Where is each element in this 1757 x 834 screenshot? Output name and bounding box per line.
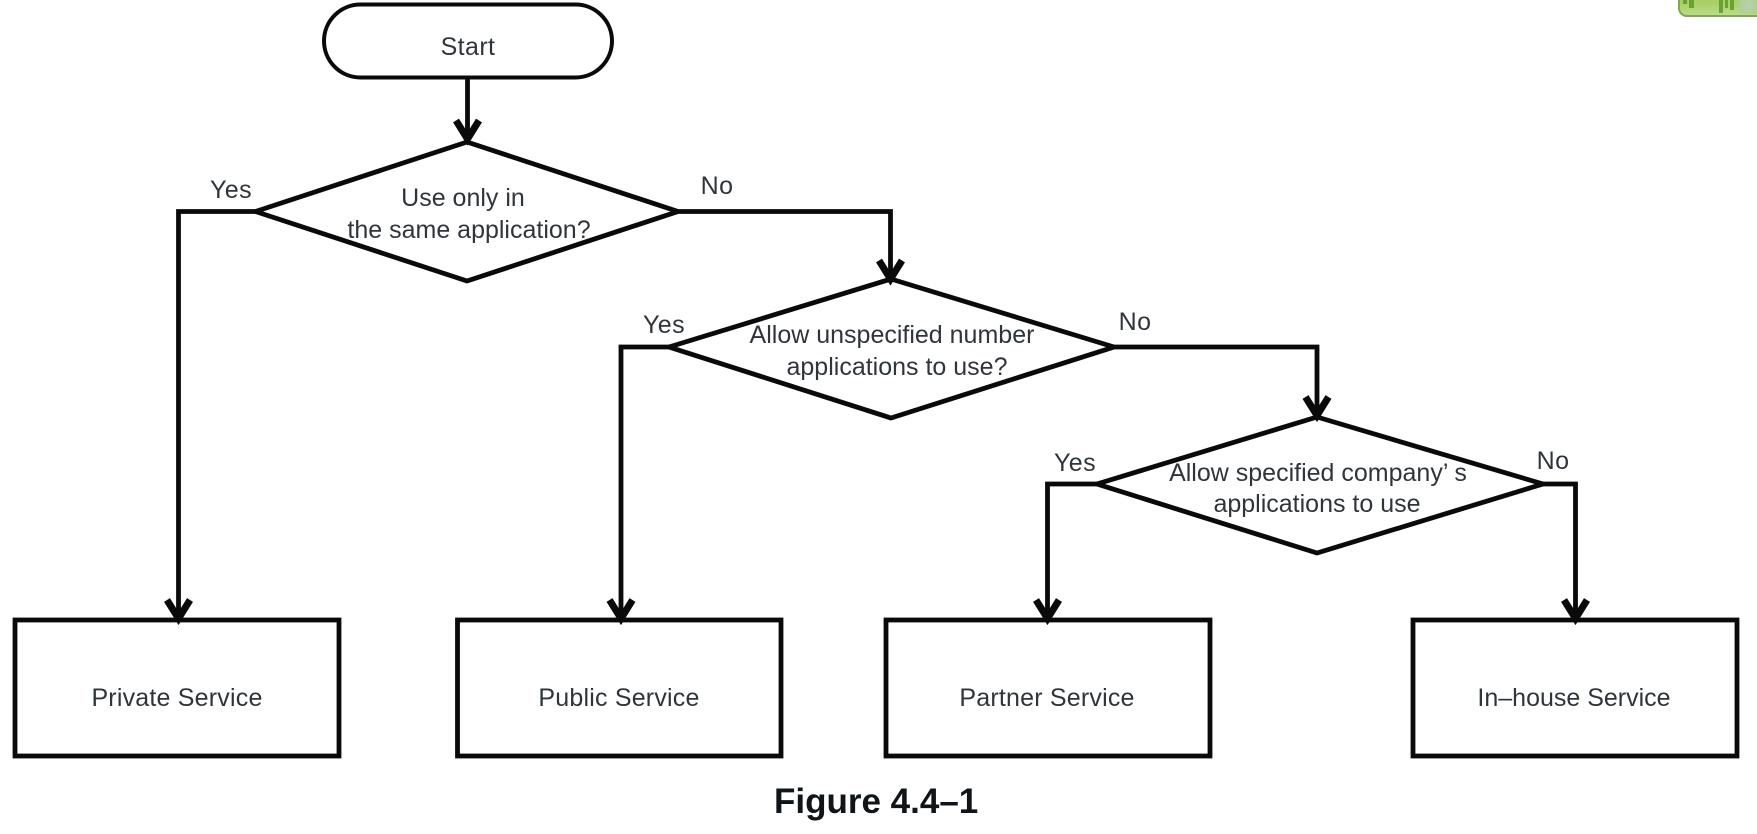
svg-text:No: No (1537, 447, 1570, 475)
svg-text:No: No (701, 172, 734, 200)
svg-text:Start: Start (441, 33, 496, 61)
svg-text:Figure 4.4–1: Figure 4.4–1 (774, 782, 978, 821)
svg-text:Use only in: Use only in (401, 184, 525, 212)
svg-text:In–house Service: In–house Service (1477, 684, 1670, 712)
svg-text:Allow specified company’ s: Allow specified company’ s (1169, 459, 1467, 487)
svg-text:Yes: Yes (1054, 449, 1096, 477)
svg-text:No: No (1119, 308, 1152, 336)
svg-text:Yes: Yes (210, 176, 252, 204)
svg-text:Allow unspecified number: Allow unspecified number (750, 321, 1035, 349)
svg-text:applications to use: applications to use (1213, 490, 1420, 518)
svg-text:Yes: Yes (643, 311, 685, 339)
svg-text:the same application?: the same application? (347, 216, 590, 244)
svg-text:Private Service: Private Service (91, 684, 262, 712)
svg-text:applications to use?: applications to use? (787, 353, 1008, 381)
svg-text:Partner Service: Partner Service (959, 684, 1134, 712)
svg-text:Public Service: Public Service (538, 684, 699, 712)
